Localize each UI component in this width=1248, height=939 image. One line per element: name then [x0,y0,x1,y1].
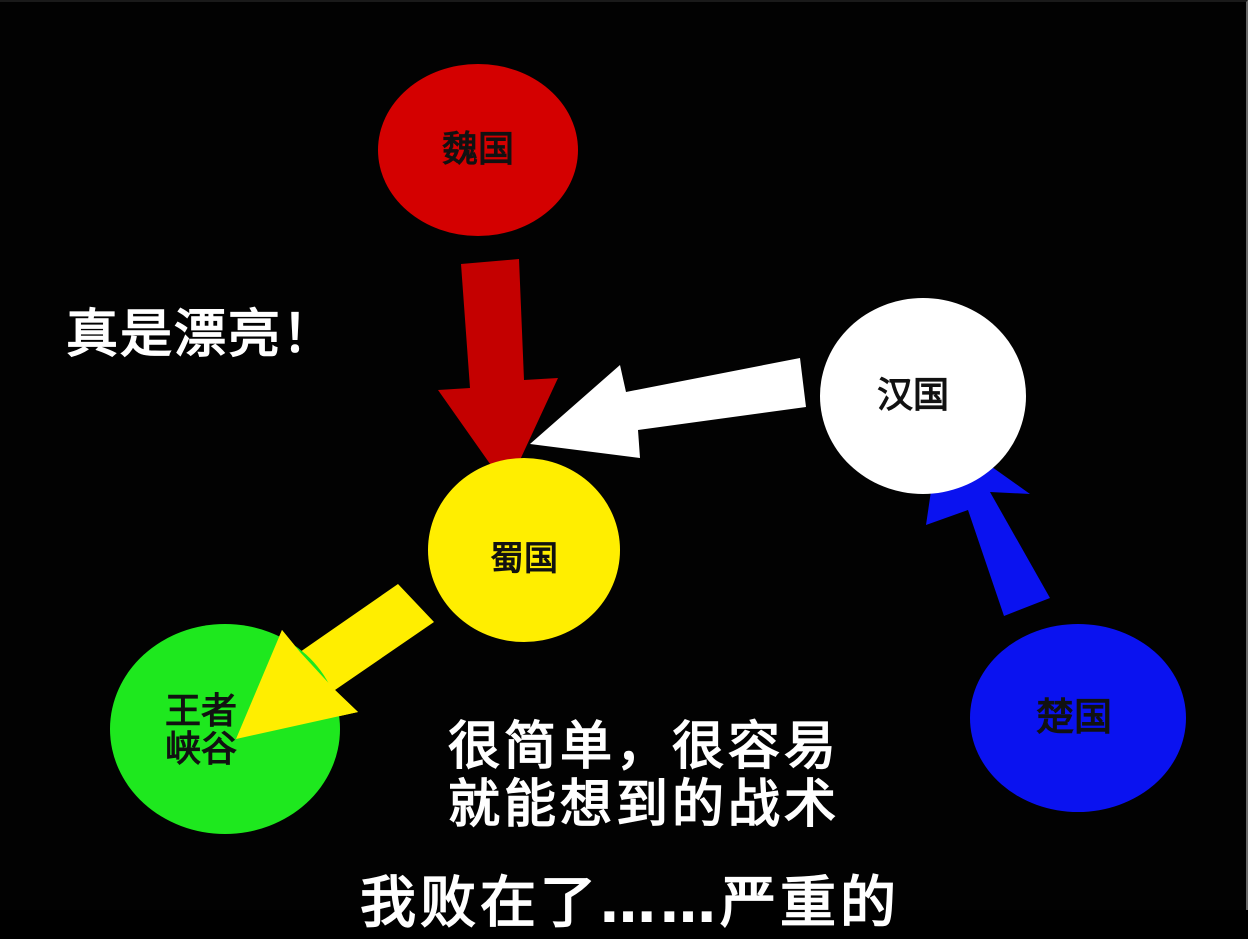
arrow-wei-to-shu [438,259,558,488]
node-han: 汉国 [820,298,1026,494]
node-wei-label: 魏国 [441,129,514,171]
node-shu: 蜀国 [428,458,620,642]
caption-line2: 就能想到的战术 [448,775,841,835]
node-wei: 魏国 [378,64,578,236]
node-chu: 楚国 [970,624,1186,812]
node-wzxg-label-line2: 峡谷 [164,729,237,770]
arrow-han-to-shu [530,358,806,458]
node-han-label: 汉国 [876,375,949,417]
caption-exclaim: 真是漂亮！ [66,305,337,365]
node-wzxg-label-line1: 王者 [164,691,237,733]
node-shu-label: 蜀国 [490,539,558,580]
node-wangzhe-xiagu: 王者 峡谷 [110,624,340,834]
caption-line1: 很简单，很容易 [448,717,841,777]
caption-line3: 我败在了……严重的 [360,871,900,936]
node-chu-label: 楚国 [1035,695,1112,740]
